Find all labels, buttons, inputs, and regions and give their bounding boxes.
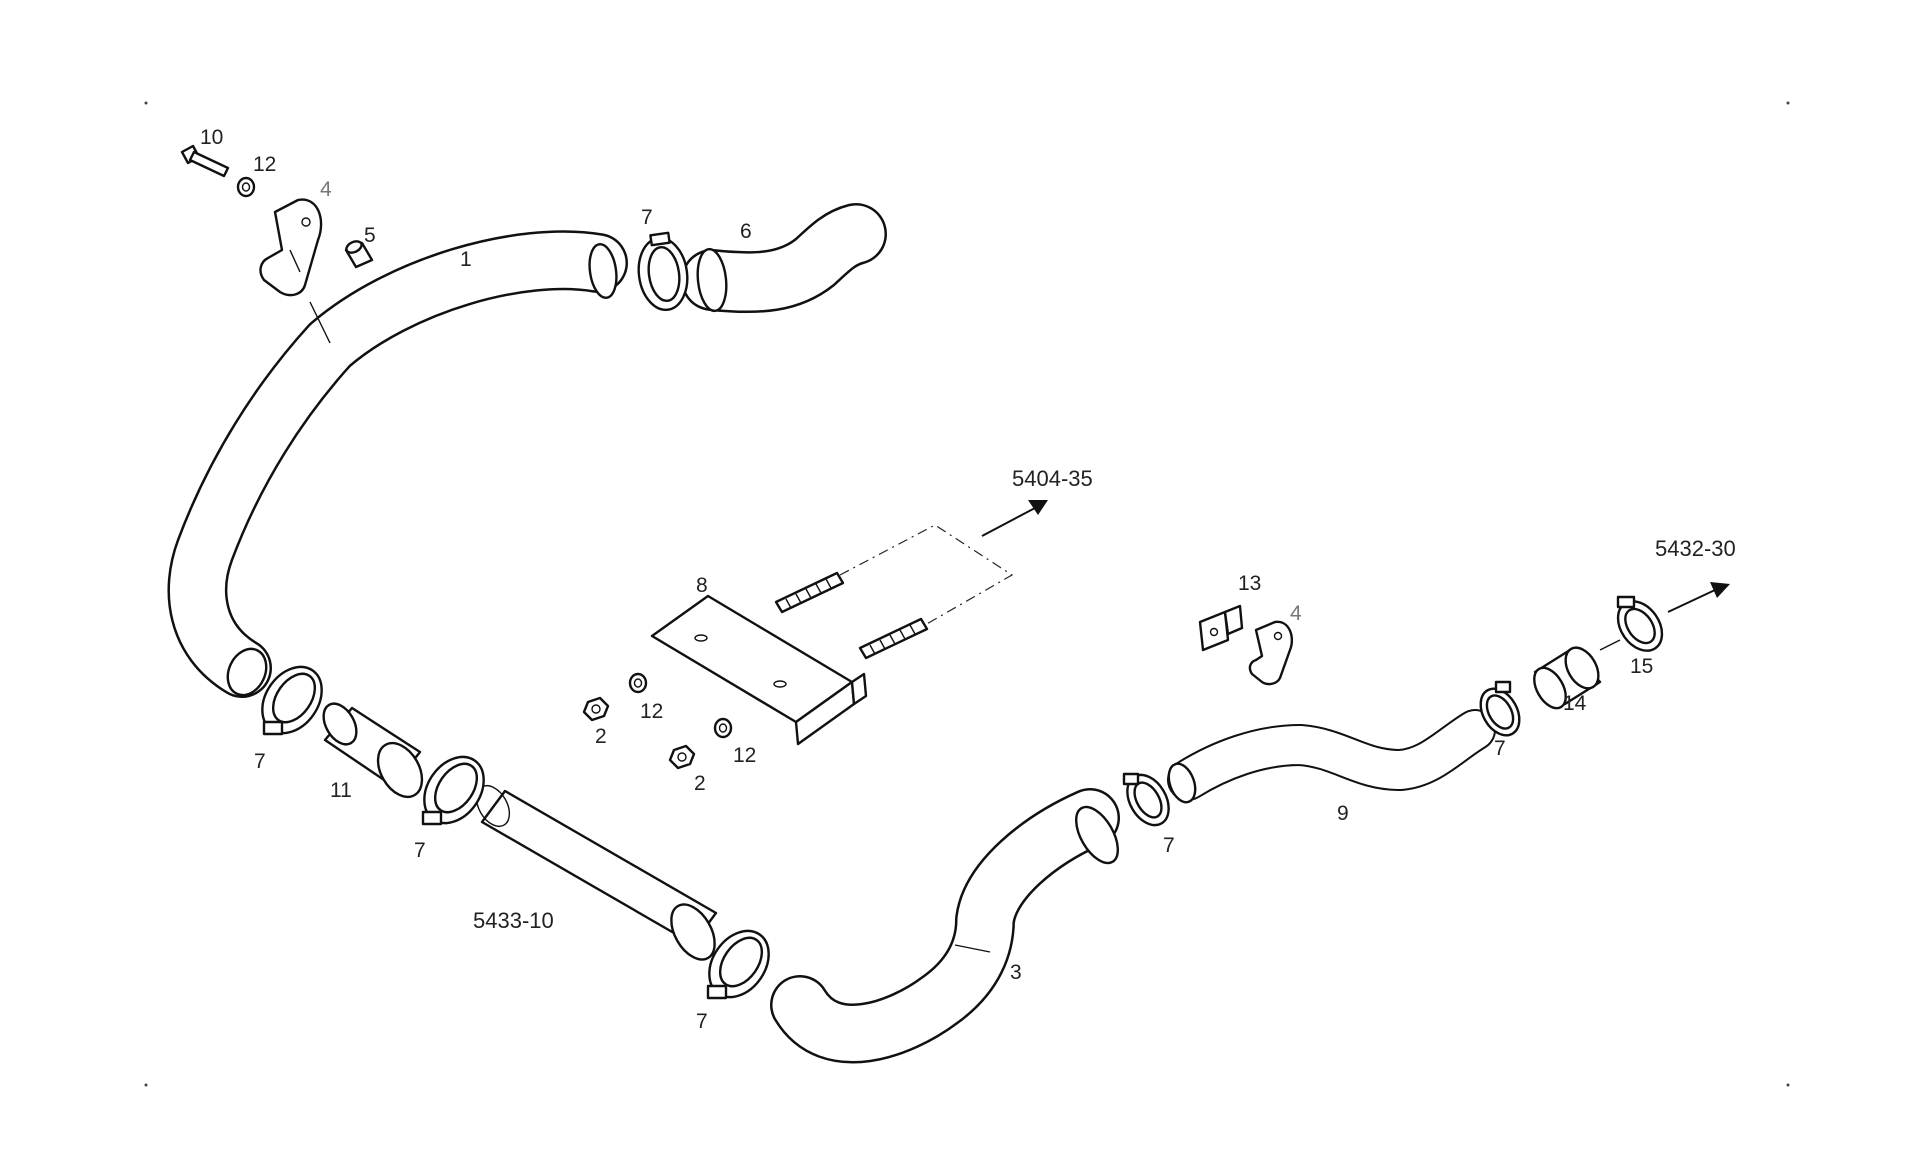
label-part-1: 1: [460, 248, 472, 271]
label-ref-5404-35: 5404-35: [1012, 466, 1093, 491]
washer-12-lower: [713, 717, 733, 739]
label-ref-5432-30: 5432-30: [1655, 536, 1736, 561]
bracket-8: [650, 594, 868, 746]
label-part-13: 13: [1238, 572, 1261, 595]
label-part-2-upper: 2: [595, 725, 607, 748]
clamp-7-right-lower: [1122, 772, 1170, 827]
label-part-7-upper: 7: [641, 206, 653, 229]
clamp-7-right-upper: [1479, 680, 1521, 737]
corner-mark: [1786, 1083, 1790, 1087]
clamp-7-left: [261, 665, 323, 736]
hose-9: [1167, 709, 1496, 804]
nut-2-lower: [668, 744, 696, 770]
label-part-9: 9: [1337, 802, 1349, 825]
label-part-10: 10: [200, 126, 223, 149]
bushing-5: [344, 240, 374, 269]
corner-mark: [1786, 101, 1790, 105]
clip-4-upper: [259, 198, 323, 297]
label-part-8: 8: [696, 574, 708, 597]
label-part-4-upper: 4: [320, 178, 332, 201]
label-part-15: 15: [1630, 655, 1653, 678]
bracket-13: [1198, 604, 1244, 652]
label-part-7-right-upper: 7: [1494, 737, 1506, 760]
washer-12-upper: [628, 672, 648, 694]
bolt-10: [180, 144, 230, 178]
corner-mark: [144, 1083, 148, 1087]
label-part-11: 11: [330, 779, 352, 802]
hose-3: [770, 788, 1120, 1064]
label-part-5: 5: [364, 224, 376, 247]
leader-line: [954, 944, 991, 953]
label-part-2-lower: 2: [694, 772, 706, 795]
clamp-7-mid: [421, 755, 485, 826]
clamp-7-lower: [706, 929, 770, 1000]
corner-mark: [144, 101, 148, 105]
washer-12-top: [236, 176, 256, 198]
label-part-7-mid: 7: [414, 839, 426, 862]
hose-6: [681, 203, 887, 314]
leader-line: [309, 301, 331, 344]
label-part-7-right-lower: 7: [1163, 834, 1175, 857]
arrow-5404-35: [981, 500, 1048, 537]
coupler-14: [1533, 646, 1602, 710]
stud-upper: [774, 571, 845, 614]
stud-lower: [858, 617, 929, 660]
clamp-7-upper: [637, 231, 689, 312]
coupler-11: [322, 702, 424, 799]
label-part-14: 14: [1563, 692, 1587, 715]
dashed-reference-line: [839, 524, 1014, 626]
nut-2-upper: [582, 696, 610, 722]
label-part-7-left: 7: [254, 750, 266, 773]
label-ref-5433-10: 5433-10: [473, 908, 554, 933]
label-part-12-upper: 12: [640, 700, 663, 723]
label-part-7-lower: 7: [696, 1010, 708, 1033]
leader-line: [1599, 639, 1621, 651]
hose-1: [167, 230, 628, 698]
label-part-3: 3: [1010, 961, 1022, 984]
label-part-4-right: 4: [1290, 602, 1302, 625]
arrow-5432-30: [1667, 582, 1730, 613]
label-part-6: 6: [740, 220, 752, 243]
label-part-12-top: 12: [253, 153, 276, 176]
tube-5433-10: [475, 785, 718, 961]
clip-4-right: [1248, 620, 1294, 686]
clamp-15: [1616, 595, 1664, 652]
label-part-12-lower: 12: [733, 744, 756, 767]
